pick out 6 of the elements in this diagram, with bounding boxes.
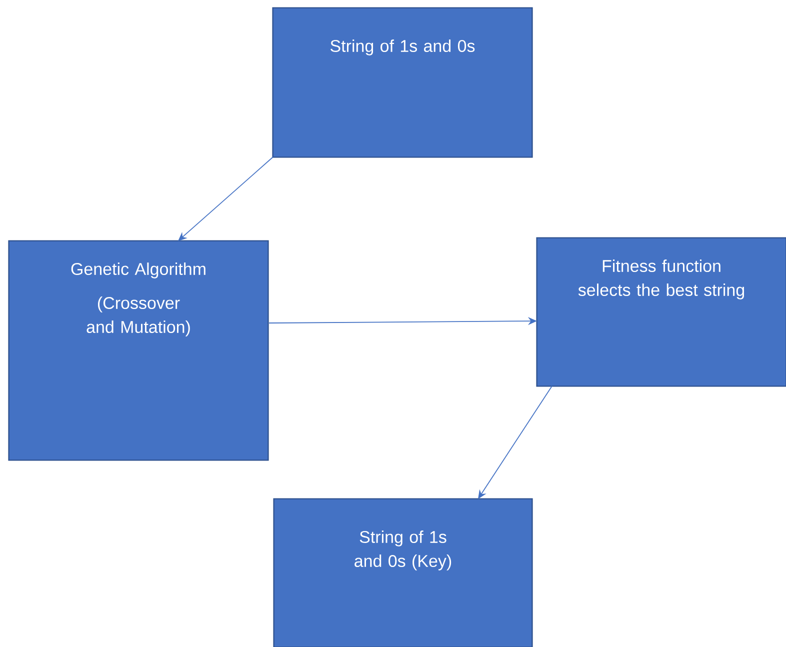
- process-box: Genetic Algorithm (Crossover and Mutation): [8, 240, 269, 461]
- arrow: [178, 156, 274, 241]
- arrow: [478, 386, 552, 499]
- process-box: String of 1s and 0s: [272, 7, 533, 158]
- process-box: String of 1s and 0s (Key): [273, 498, 533, 647]
- process-box: Fitness function selects the best string: [536, 237, 786, 387]
